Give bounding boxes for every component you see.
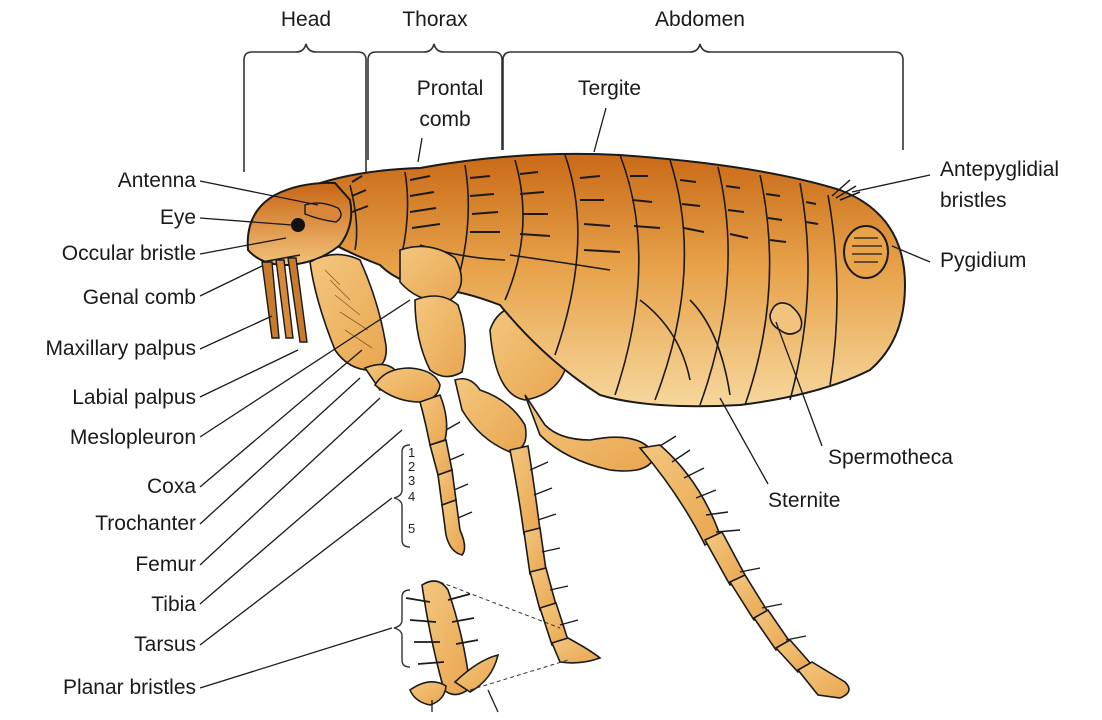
label-genal-comb: Genal comb xyxy=(0,286,196,310)
label-tibia: Tibia xyxy=(0,593,196,617)
region-label-abdomen: Abdomen xyxy=(640,8,760,32)
tarsal-segment-2: 2 xyxy=(408,460,415,474)
label-sternite: Sternite xyxy=(768,489,840,513)
label-prontal-comb-2: comb xyxy=(400,108,490,132)
label-antenna: Antenna xyxy=(0,169,196,193)
mouthparts xyxy=(262,255,307,342)
thorax-bracket xyxy=(368,44,502,160)
label-femur: Femur xyxy=(0,553,196,577)
abdomen-bracket xyxy=(503,44,903,150)
fore-coxa xyxy=(310,254,386,370)
tarsal-segment-4: 4 xyxy=(408,490,415,504)
label-trochanter: Trochanter xyxy=(0,512,196,536)
region-label-thorax: Thorax xyxy=(390,8,480,32)
label-planar-bristles: Planar bristles xyxy=(0,676,196,700)
label-meslopleuron: Meslopleuron xyxy=(0,426,196,450)
label-occular-bristle: Occular bristle xyxy=(0,242,196,266)
label-labial-palpus: Labial palpus xyxy=(0,386,196,410)
tarsal-segment-5: 5 xyxy=(408,522,415,536)
region-brackets xyxy=(244,44,903,172)
pygidium-shape xyxy=(844,226,888,278)
region-label-head: Head xyxy=(266,8,346,32)
label-eye: Eye xyxy=(0,206,196,230)
label-antepyglidial-1: Antepyglidial xyxy=(940,158,1059,182)
label-maxillary-palpus: Maxillary palpus xyxy=(0,337,196,361)
tarsal-segment-3: 3 xyxy=(408,474,415,488)
head-bracket xyxy=(244,44,366,172)
label-tergite: Tergite xyxy=(578,77,641,101)
label-tarsus: Tarsus xyxy=(0,633,196,657)
label-prontal-comb-1: Prontal xyxy=(405,77,495,101)
eye-shape xyxy=(291,218,305,232)
inset-bracket xyxy=(394,590,410,667)
label-pygidium: Pygidium xyxy=(940,249,1026,273)
label-spermotheca: Spermotheca xyxy=(828,446,953,470)
label-antepyglidial-2: bristles xyxy=(940,189,1007,213)
tarsal-segment-1: 1 xyxy=(408,446,415,460)
tarsus-inset xyxy=(410,581,498,705)
label-coxa: Coxa xyxy=(0,475,196,499)
